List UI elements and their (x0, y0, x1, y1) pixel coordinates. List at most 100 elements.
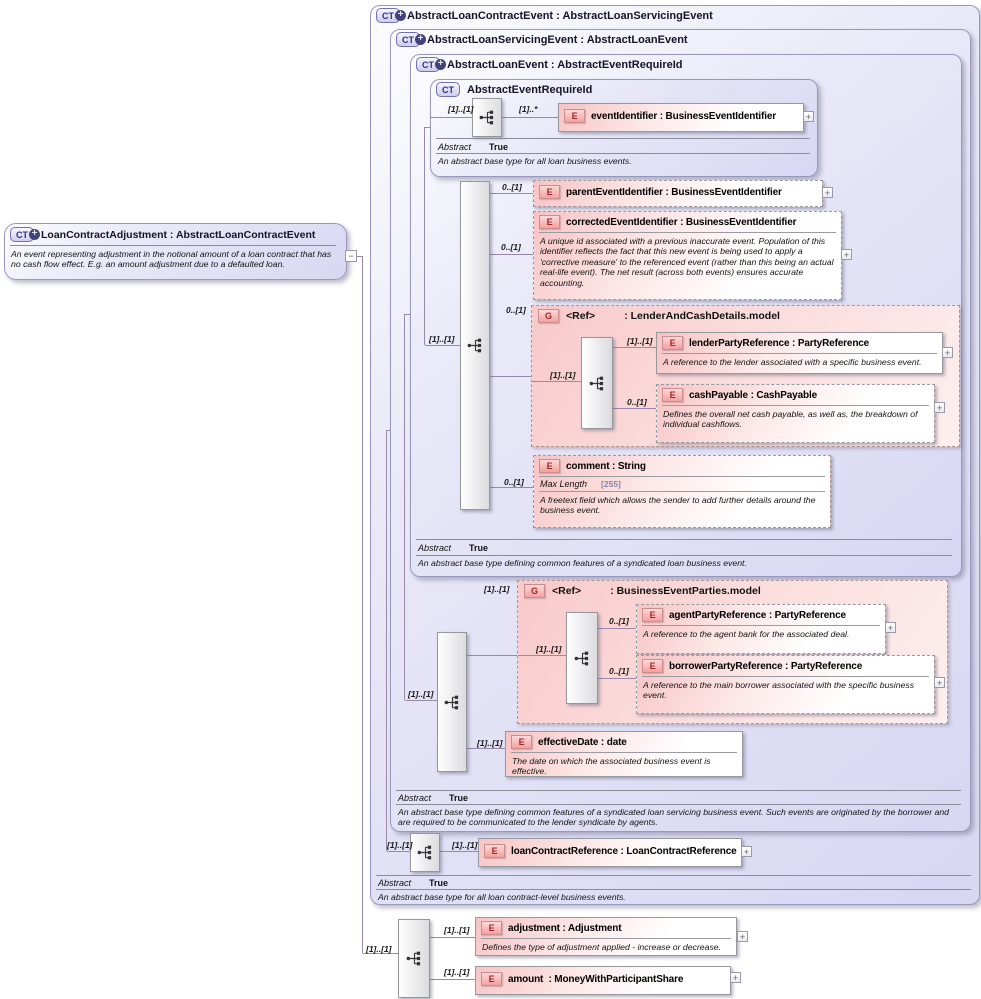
element-title: lenderPartyReference : PartyReference (689, 337, 870, 349)
sequence-bar (437, 632, 467, 772)
separator (642, 625, 880, 626)
ct-header-loancontractadjustment: CT+ LoanContractAdjustment : AbstractLoa… (10, 227, 315, 242)
connector-line (488, 254, 533, 255)
cardinality-label: [1]..[1] (627, 336, 653, 346)
connector-line (404, 314, 405, 700)
element-title: eventIdentifier : BusinessEventIdentifie… (591, 110, 777, 122)
element-title: comment : String (566, 460, 646, 472)
derived-plus-icon: + (29, 229, 40, 240)
ct-header-abstracteventrequireid: CT AbstractEventRequireId (436, 82, 592, 97)
element-icon: E (539, 459, 560, 473)
complextype-icon: CT+ (416, 57, 446, 72)
expand-icon[interactable]: + (934, 402, 945, 413)
connector-line (357, 256, 362, 257)
connector-line (596, 628, 636, 629)
cardinality-label: [1]..[1] (550, 370, 576, 380)
element-title: parentEventIdentifier : BusinessEventIde… (566, 186, 782, 198)
separator (539, 232, 836, 233)
element-icon: E (642, 608, 663, 622)
abstract-label: Abstract (438, 142, 472, 152)
annotation: An abstract base type for all loan contr… (378, 892, 626, 902)
connector-line (386, 430, 387, 851)
element-icon: E (662, 336, 683, 350)
expand-icon[interactable]: + (822, 187, 833, 198)
separator (396, 790, 961, 791)
cardinality-label: 0..[1] (627, 397, 647, 407)
sequence-icon (467, 338, 481, 353)
max-length-value: [255] (601, 479, 621, 489)
element-title: amount : MoneyWithParticipantShare (508, 973, 684, 985)
group-ref-label: <Ref> (566, 310, 596, 322)
connector-line (611, 408, 656, 409)
connector-line (611, 347, 656, 348)
separator (376, 875, 971, 876)
annotation: The date on which the associated busines… (512, 756, 711, 777)
expand-icon[interactable]: + (737, 931, 748, 942)
expand-icon[interactable]: + (730, 972, 741, 983)
connector-line (596, 678, 636, 679)
connector-line (425, 127, 430, 128)
group-type-label: : LenderAndCashDetails.model (624, 310, 780, 322)
element-icon: E (662, 388, 683, 402)
ct-title: AbstractEventRequireId (467, 83, 593, 96)
connector-line (425, 345, 460, 346)
ct-box-loancontractadjustment (4, 223, 347, 280)
expand-icon[interactable]: + (942, 347, 953, 358)
complextype-icon: CT+ (10, 227, 40, 242)
cardinality-label: [1]..* (519, 104, 538, 114)
annotation: A freetext field which allows the sender… (540, 495, 816, 516)
separator (10, 245, 336, 246)
group-icon: G (538, 309, 559, 323)
complextype-icon: CT+ (376, 8, 406, 23)
annotation: Defines the type of adjustment applied -… (482, 942, 722, 952)
connector-line (424, 127, 425, 345)
group-ref-label: <Ref> (552, 585, 582, 597)
connector-line (488, 487, 533, 488)
ct-title: AbstractLoanServicingEvent : AbstractLoa… (427, 33, 688, 46)
element-icon: E (539, 215, 560, 229)
separator (376, 889, 971, 890)
element-title: correctedEventIdentifier : BusinessEvent… (566, 216, 797, 228)
ct-icon-label: CT (442, 84, 454, 95)
element-icon: E (484, 844, 505, 858)
derived-plus-icon: + (435, 59, 446, 70)
abstract-value: True (469, 543, 489, 553)
expand-icon[interactable]: + (885, 622, 896, 633)
sequence-icon (406, 951, 420, 966)
separator (662, 405, 929, 406)
ct-icon-label: CT (382, 10, 394, 21)
collapse-icon[interactable]: − (345, 250, 357, 262)
cardinality-label: [1]..[1] (448, 104, 474, 114)
element-icon: E (511, 735, 532, 749)
cardinality-label: 0..[1] (609, 666, 629, 676)
cardinality-label: [1]..[1] (366, 944, 392, 954)
separator (539, 476, 825, 477)
complextype-icon: CT (436, 82, 460, 97)
expand-icon[interactable]: + (803, 111, 814, 122)
connector-line (428, 937, 475, 938)
annotation: An event representing adjustment in the … (11, 249, 332, 270)
element-icon: E (539, 185, 560, 199)
cardinality-label: [1]..[1] (387, 840, 413, 850)
separator (511, 752, 737, 753)
element-icon: E (564, 109, 585, 123)
cardinality-label: [1]..[1] (477, 738, 503, 748)
sequence-bar (566, 612, 598, 704)
annotation: An abstract base type defining common fe… (418, 558, 747, 568)
ct-title: AbstractLoanEvent : AbstractEventRequire… (447, 58, 683, 71)
expand-icon[interactable]: + (934, 677, 945, 688)
element-title: effectiveDate : date (538, 736, 627, 748)
element-icon: E (642, 659, 663, 673)
connector-line (438, 851, 478, 852)
cardinality-label: 0..[1] (501, 242, 521, 252)
expand-icon[interactable]: + (741, 846, 752, 857)
element-title: agentPartyReference : PartyReference (669, 609, 846, 621)
expand-icon[interactable]: + (841, 249, 852, 260)
connector-line (405, 314, 410, 315)
connector-line (363, 953, 398, 954)
